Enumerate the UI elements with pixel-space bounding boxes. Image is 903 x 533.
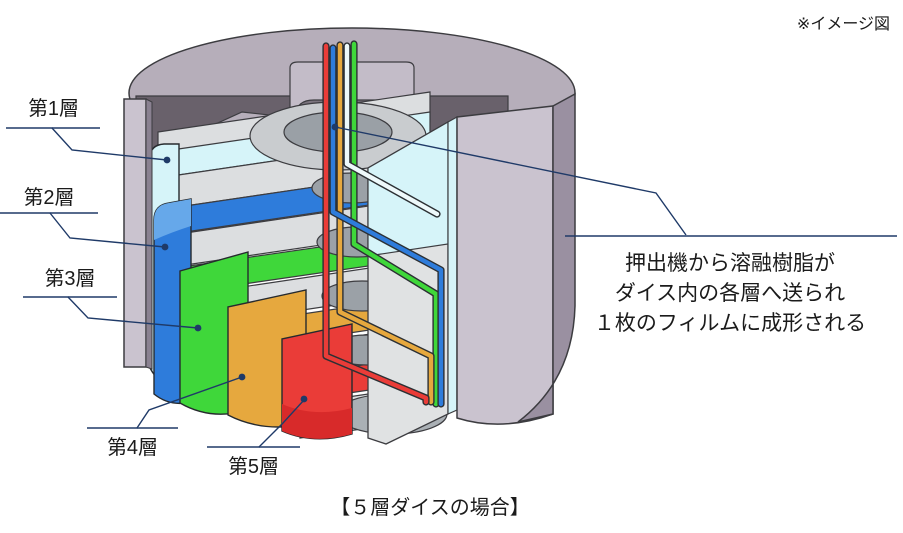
leader-layer3 <box>67 296 199 329</box>
leader-layer2 <box>49 212 166 248</box>
dot-layer5 <box>300 395 308 403</box>
dot-layer2 <box>161 243 169 251</box>
annotation-line-3: １枚のフィルムに成形される <box>593 312 867 335</box>
leader-layer1 <box>51 127 168 161</box>
feed-tube-white <box>344 43 440 217</box>
label-underlines <box>0 127 897 448</box>
layer5-wedge-shade <box>282 404 352 439</box>
leader-annotation <box>334 126 687 236</box>
feed-tube-orange <box>337 42 434 405</box>
label-layer5: 第5層 <box>227 456 280 478</box>
left-wall-edge <box>145 98 153 370</box>
dot-layer1 <box>163 156 171 164</box>
leader-layer4 <box>136 376 243 429</box>
layer2-wedge-highlight <box>154 199 191 240</box>
feed-tubes <box>322 40 445 408</box>
feed-tube-blue <box>330 45 444 407</box>
leader-dots <box>161 123 339 403</box>
annotation-text: 押出機から溶融樹脂が ダイス内の各層へ送られ １枚のフィルムに成形される <box>560 249 900 339</box>
leader-layer5 <box>258 399 305 448</box>
dot-annotation <box>331 123 339 131</box>
label-layer3: 第3層 <box>44 268 96 290</box>
annotation-line-2: ダイス内の各層へ送られ <box>614 282 846 305</box>
feed-tube-green <box>351 41 439 407</box>
dot-layer4 <box>238 373 246 381</box>
layer1-edge-strip <box>447 115 458 415</box>
right-wall-front <box>456 105 554 425</box>
annotation-line-1: 押出機から溶融樹脂が <box>625 252 835 275</box>
label-layer2: 第2層 <box>23 187 75 209</box>
image-note: ※イメージ図 <box>796 16 890 33</box>
figure-caption: 【５層ダイスの場合】 <box>330 497 530 519</box>
right-wall-side <box>517 92 576 423</box>
feed-tube-red <box>323 43 429 405</box>
label-layer1: 第1層 <box>27 98 80 120</box>
label-layer4: 第4層 <box>106 437 159 459</box>
dot-layer3 <box>194 324 202 332</box>
left-wall-front <box>123 98 147 368</box>
leader-lines <box>49 126 687 448</box>
